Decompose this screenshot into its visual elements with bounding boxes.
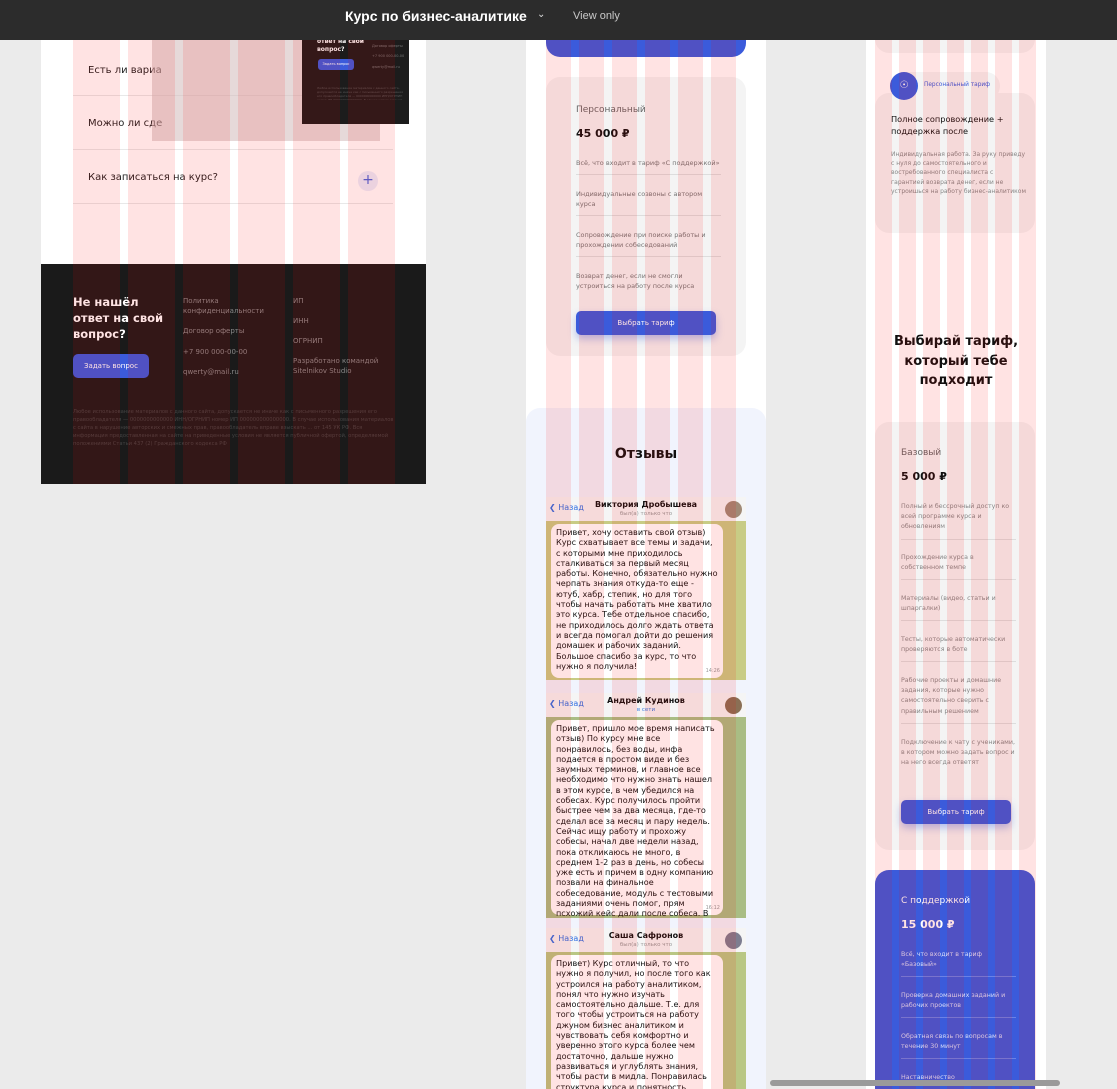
reviewer-status: был(а) только что xyxy=(619,942,673,948)
plan-price: 15 000 ₽ xyxy=(901,918,955,931)
plan-full-title: Полное сопровождение + поддержка после xyxy=(891,114,1004,136)
preview-link: Договор оферты xyxy=(372,44,403,48)
reviewer-name: Саша Сафронов xyxy=(608,931,684,940)
plan-price: 45 000 ₽ xyxy=(576,127,630,140)
top-bar: Курс по бизнес-аналитике ⌄ View only xyxy=(0,0,1117,40)
review-card: ❮ Назад Саша Сафронов был(а) только что … xyxy=(546,928,746,1089)
preview-button: Задать вопрос xyxy=(318,59,354,70)
inn-label: ИНН xyxy=(293,317,309,325)
avatar xyxy=(725,697,742,714)
back-label: Назад xyxy=(558,699,584,708)
choose-plan-button[interactable]: Выбрать тариф xyxy=(576,311,716,335)
plan-full-description: Индивидуальная работа. За руку приведу с… xyxy=(891,151,1026,195)
plus-icon[interactable]: + xyxy=(358,171,378,191)
preview-title: ответ на свой вопрос? xyxy=(317,40,364,53)
plan-name: Персональный xyxy=(576,105,646,115)
legal-text: Любое использование материалов с данного… xyxy=(73,409,394,447)
reviews-title: Отзывы xyxy=(614,446,678,462)
plan-feature: Индивидуальные созвоны с автором курса xyxy=(576,189,721,216)
faq-question: Как записаться на курс? xyxy=(88,172,218,183)
offer-link[interactable]: Договор оферты xyxy=(183,327,245,335)
back-button[interactable]: ❮ Назад xyxy=(549,503,584,512)
footer: Не нашёл ответ на свой вопрос? Задать во… xyxy=(41,264,426,484)
plan-feature: Наставничество xyxy=(901,1074,955,1081)
avatar xyxy=(725,501,742,518)
plan-feature: Сопровождение при поиске работы и прохож… xyxy=(576,230,721,257)
plan-feature: Возврат денег, если не смогли устроиться… xyxy=(576,272,695,290)
plan-feature: Полный и бессрочный доступ ко всей прогр… xyxy=(901,502,1016,540)
file-title[interactable]: Курс по бизнес-аналитике xyxy=(345,8,527,24)
back-label: Назад xyxy=(558,934,584,943)
faq-item[interactable]: Как записаться на курс? xyxy=(73,150,393,204)
reviewer-name: Андрей Кудинов xyxy=(607,696,685,705)
faq-question: Можно ли сде xyxy=(88,118,163,129)
view-mode-label: View only xyxy=(573,10,620,22)
plan-card-basic xyxy=(875,422,1035,850)
choose-plan-title: Выбирай тариф, который тебе подходит xyxy=(893,334,1019,388)
chat-header: ❮ Назад Виктория Дробышева был(а) только… xyxy=(546,497,746,521)
preview-link: qwerty@mail.ru xyxy=(372,65,400,69)
review-message: Привет, пришло мое время написать отзыв)… xyxy=(551,720,723,918)
horizontal-scrollbar[interactable] xyxy=(770,1080,1060,1086)
preview-legal: Любое использование материалов с данного… xyxy=(317,86,404,100)
review-text: Привет, пришло мое время написать отзыв)… xyxy=(556,723,715,918)
back-button[interactable]: ❮ Назад xyxy=(549,699,584,708)
mini-footer-preview: ответ на свой вопрос? Задать вопрос Дого… xyxy=(302,40,409,124)
plan-feature: Всё, что входит в тариф «Базовый» xyxy=(901,950,1016,978)
avatar xyxy=(725,932,742,949)
review-text: Привет) Курс отличный, то что нужно я по… xyxy=(556,958,711,1089)
chat-header: ❮ Назад Саша Сафронов был(а) только что xyxy=(546,928,746,952)
plan-feature: Всё, что входит в тариф «С поддержкой» xyxy=(576,158,721,175)
frame-reviews: Персональный 45 000 ₽ Всё, что входит в … xyxy=(526,40,766,1089)
plan-feature: Прохождение курса в собственном темпе xyxy=(901,553,1016,581)
review-message: Привет) Курс отличный, то что нужно я по… xyxy=(551,955,723,1089)
plan-feature: Материалы (видео, статьи и шпаргалки) xyxy=(901,594,1016,622)
developer-link[interactable]: Разработано командой Sitelnikov Studio xyxy=(293,357,379,375)
plan-card-full-support xyxy=(875,93,1035,233)
faq-question: Есть ли вариа xyxy=(88,65,162,76)
frame-faq-footer: Есть ли вариа Можно ли сде Как записатьс… xyxy=(41,40,426,484)
plan-card-support xyxy=(875,870,1035,1089)
plan-feature: Проверка домашних заданий и рабочих прое… xyxy=(901,991,1016,1019)
plan-name: С поддержкой xyxy=(901,896,971,906)
shield-icon: ☉ xyxy=(890,72,918,100)
chat-header: ❮ Назад Андрей Кудинов в сети xyxy=(546,693,746,717)
plan-feature: Обратная связь по вопросам в течение 30 … xyxy=(901,1032,1016,1060)
badge-label: Персональный тариф xyxy=(924,82,991,88)
email-link[interactable]: qwerty@mail.ru xyxy=(183,368,239,376)
review-message: Привет, хочу оставить свой отзыв) Курс с… xyxy=(551,524,723,678)
plan-card-edge xyxy=(875,40,1035,53)
message-time: 14:26 xyxy=(705,667,720,674)
plan-name: Базовый xyxy=(901,448,942,458)
reviewer-status: был(а) только что xyxy=(619,511,673,517)
frame-tariffs: ☉ Персональный тариф Полное сопровождени… xyxy=(866,40,1046,1089)
plan-card-personal: Персональный 45 000 ₽ Всё, что входит в … xyxy=(546,77,746,356)
review-card: ❮ Назад Андрей Кудинов в сети Привет, пр… xyxy=(546,693,746,918)
plan-feature: Тесты, которые автоматически проверяются… xyxy=(901,635,1016,663)
plan-price: 5 000 ₽ xyxy=(901,470,947,483)
back-button[interactable]: ❮ Назад xyxy=(549,934,584,943)
ogrnip-label: ОГРНИП xyxy=(293,337,323,345)
plan-card-blue-edge xyxy=(546,40,746,57)
plan-badge: ☉ Персональный тариф xyxy=(890,72,1000,100)
choose-plan-button[interactable]: Выбрать тариф xyxy=(901,800,1011,824)
faq-item[interactable]: Можно ли сде xyxy=(73,96,393,150)
ask-question-button[interactable]: Задать вопрос xyxy=(73,354,149,378)
reviewer-name: Виктория Дробышева xyxy=(594,500,698,509)
message-time: 16:12 xyxy=(705,904,720,911)
footer-title: Не нашёл ответ на свой вопрос? xyxy=(73,295,164,341)
ip-label: ИП xyxy=(293,297,304,305)
plan-feature: Подключение к чату с учениками, в которо… xyxy=(901,739,1016,767)
chevron-down-icon[interactable]: ⌄ xyxy=(537,9,546,20)
plan-feature: Рабочие проекты и домашние задания, кото… xyxy=(901,676,1016,724)
preview-link: +7 900 000-00-00 xyxy=(372,54,405,58)
review-card: ❮ Назад Виктория Дробышева был(а) только… xyxy=(546,497,746,680)
back-label: Назад xyxy=(558,503,584,512)
reviewer-status: в сети xyxy=(636,707,656,713)
phone-link[interactable]: +7 900 000-00-00 xyxy=(183,348,248,356)
privacy-link[interactable]: Политика конфиденциальности xyxy=(183,297,264,315)
review-text: Привет, хочу оставить свой отзыв) Курс с… xyxy=(556,527,718,671)
